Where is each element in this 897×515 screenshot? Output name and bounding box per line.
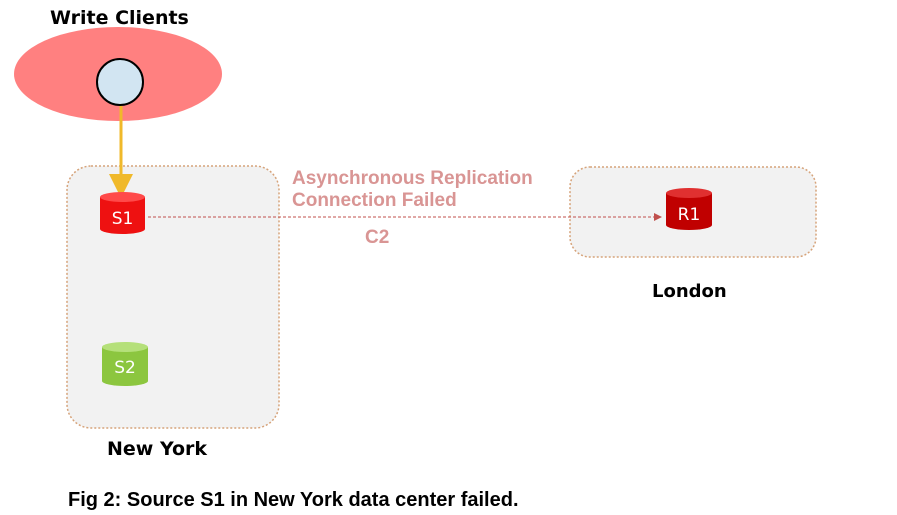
replication-label-line2: Connection Failed bbox=[292, 190, 457, 211]
s1-label: S1 bbox=[112, 209, 134, 229]
s1-database-icon: S1 bbox=[100, 192, 145, 234]
new-york-label: New York bbox=[107, 438, 207, 460]
connection-id: C2 bbox=[365, 227, 389, 248]
r1-label: R1 bbox=[678, 205, 701, 225]
write-clients-label: Write Clients bbox=[50, 7, 189, 29]
s2-label: S2 bbox=[114, 358, 136, 378]
r1-database-icon: R1 bbox=[666, 188, 712, 230]
london-label: London bbox=[652, 281, 727, 302]
client-node bbox=[96, 58, 144, 106]
replication-label-line1: Asynchronous Replication bbox=[292, 168, 533, 189]
new-york-datacenter bbox=[66, 165, 280, 429]
figure-caption: Fig 2: Source S1 in New York data center… bbox=[68, 489, 519, 511]
s2-database-icon: S2 bbox=[102, 342, 148, 386]
